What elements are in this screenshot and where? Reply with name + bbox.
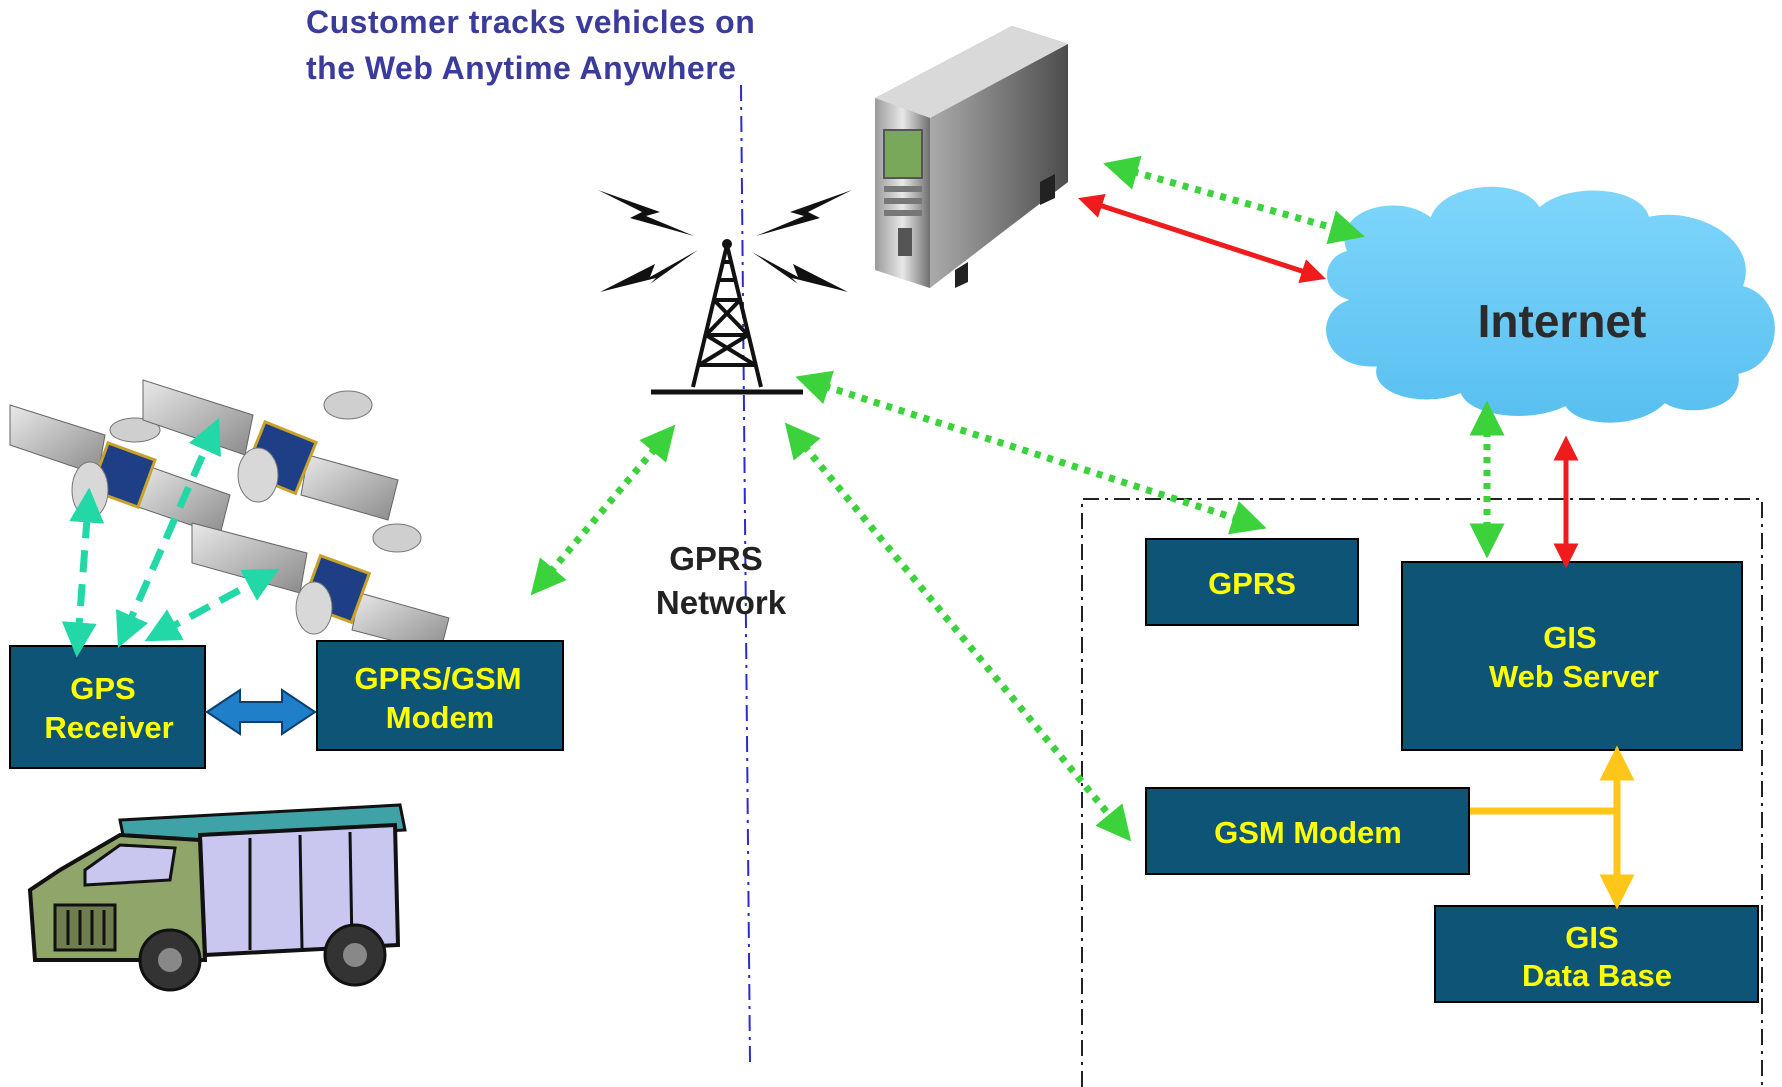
cell-tower-icon [598,190,852,395]
receiver-modem-link [205,688,317,736]
server-icon [875,26,1068,288]
local-bus-links [1470,745,1635,910]
gprs-box-label: GPRS [1208,566,1296,601]
wired-links [1078,193,1579,569]
gprs-network-label-2: Network [656,584,787,621]
gis-database-box [1434,905,1759,1003]
gps-receiver-label-2: Receiver [44,710,173,745]
gsm-modem-box [1145,787,1470,875]
gprs-network-label-1: GPRS [669,540,763,577]
gis-web-server-label-2: Web Server [1489,659,1659,694]
title-line-1: Customer tracks vehicles on [306,4,755,40]
truck-icon [27,803,407,992]
gprs-box [1145,538,1359,626]
satellite-icon [142,379,399,521]
network-divider-line [740,84,751,1063]
gis-web-server-box [1401,561,1743,751]
gprs-gsm-modem-box [316,640,564,751]
gprs-gsm-modem-label-2: Modem [386,700,495,735]
internet-label: Internet [1478,295,1647,347]
gis-database-label-1: GIS [1565,920,1618,955]
gps-receiver-label-1: GPS [70,671,135,706]
gsm-modem-label: GSM Modem [1214,815,1402,850]
satellite-links [61,417,280,658]
satellite-icon [191,522,450,654]
gis-web-server-label-1: GIS [1543,620,1596,655]
title-line-2: the Web Anytime Anywhere [306,50,736,86]
gprs-gsm-modem-label-1: GPRS/GSM [354,661,521,696]
cloud-icon: Internet [1323,183,1778,426]
gis-database-label-2: Data Base [1522,958,1672,993]
gps-receiver-box [9,645,206,769]
